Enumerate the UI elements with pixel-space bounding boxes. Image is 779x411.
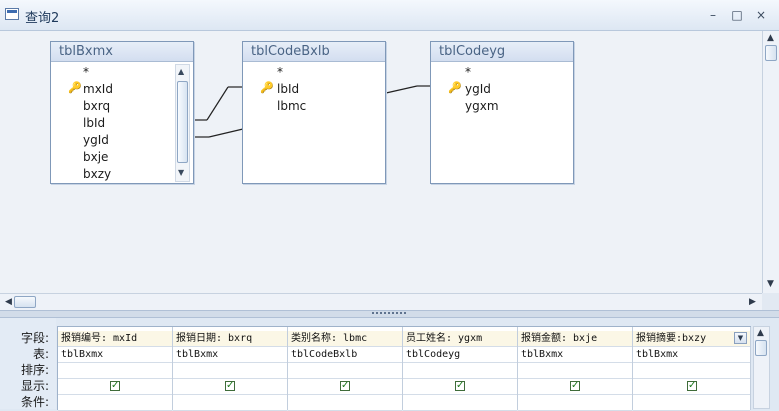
grid-table-cell[interactable]: tblBxmx — [173, 347, 287, 363]
grid-sort-cell[interactable] — [288, 363, 402, 379]
field-item[interactable]: * — [277, 65, 283, 79]
grid-show-cell[interactable] — [518, 379, 632, 395]
table-title[interactable]: tblCodeyg — [431, 42, 573, 62]
splitter-grip-icon[interactable] — [372, 312, 406, 317]
query-design-grid: 字段: 表: 排序: 显示: 条件: 报销编号: mxId tblBxmx 报销… — [0, 318, 779, 411]
pane-splitter[interactable] — [0, 310, 779, 318]
grid-field-cell[interactable]: 报销摘要:bxzy ▼ — [633, 331, 750, 347]
grid-table-cell[interactable]: tblBxmx — [633, 347, 750, 363]
grid-field-cell[interactable]: 类别名称: lbmc — [288, 331, 402, 347]
field-item[interactable]: ygId — [83, 133, 109, 147]
table-design-area[interactable]: tblBxmx * 🔑 mxId bxrq lbId ygId bxje bxz… — [0, 31, 762, 293]
grid-column[interactable]: 报销摘要:bxzy ▼ tblBxmx — [633, 327, 751, 411]
field-item[interactable]: ygId — [465, 82, 491, 96]
table-scrollbar[interactable]: ▲ ▼ — [175, 64, 190, 182]
grid-field-cell[interactable]: 报销金额: bxje — [518, 331, 632, 347]
grid-show-cell[interactable] — [403, 379, 517, 395]
relationship-lines — [193, 85, 431, 138]
field-item[interactable]: bxrq — [83, 99, 111, 113]
field-item[interactable]: * — [465, 65, 471, 79]
table-tblCodeyg[interactable]: tblCodeyg * 🔑 ygId ygxm — [430, 41, 574, 184]
scroll-thumb[interactable] — [755, 340, 767, 356]
grid-show-cell[interactable] — [173, 379, 287, 395]
grid-table: 报销编号: mxId tblBxmx 报销日期: bxrq tblBxmx 类别… — [57, 326, 751, 411]
field-item[interactable]: lbId — [83, 116, 106, 130]
scrollbar-corner — [762, 293, 779, 310]
grid-row-labels: 字段: 表: 排序: 显示: 条件: — [0, 318, 56, 409]
grid-table-cell[interactable]: tblCodeyg — [403, 347, 517, 363]
grid-column[interactable]: 报销日期: bxrq tblBxmx — [173, 327, 288, 411]
grid-field-cell[interactable]: 报销编号: mxId — [58, 331, 172, 347]
grid-column[interactable]: 类别名称: lbmc tblCodeBxlb — [288, 327, 403, 411]
table-title[interactable]: tblCodeBxlb — [243, 42, 385, 62]
scroll-up-icon[interactable]: ▲ — [178, 67, 185, 76]
checkbox-checked-icon[interactable] — [455, 379, 465, 393]
restore-button[interactable]: □ — [731, 8, 743, 22]
checkbox-checked-icon[interactable] — [570, 379, 580, 393]
scroll-right-icon[interactable]: ▶ — [749, 297, 756, 307]
field-item[interactable]: * — [83, 65, 89, 79]
field-item[interactable]: mxId — [83, 82, 113, 96]
checkbox-checked-icon[interactable] — [687, 379, 697, 393]
field-item[interactable]: bxzy — [83, 167, 112, 181]
scroll-up-icon[interactable]: ▲ — [757, 328, 764, 338]
scroll-left-icon[interactable]: ◀ — [5, 297, 12, 307]
window-titlebar: 查询2 – □ × — [0, 0, 779, 31]
grid-show-cell[interactable] — [633, 379, 750, 395]
field-item[interactable]: lbmc — [277, 99, 307, 113]
scroll-thumb[interactable] — [177, 81, 188, 163]
field-item[interactable]: lbId — [277, 82, 300, 96]
minimize-button[interactable]: – — [710, 8, 716, 22]
grid-column[interactable]: 报销编号: mxId tblBxmx — [58, 327, 173, 411]
grid-field-cell[interactable]: 员工姓名: ygxm — [403, 331, 517, 347]
primary-key-icon: 🔑 — [448, 81, 462, 94]
grid-field-text[interactable]: 报销摘要:bxzy — [636, 333, 707, 344]
grid-table-cell[interactable]: tblBxmx — [58, 347, 172, 363]
dropdown-arrow-icon[interactable]: ▼ — [734, 332, 747, 344]
grid-sort-cell[interactable] — [58, 363, 172, 379]
row-label-table: 表: — [32, 347, 49, 361]
close-button[interactable]: × — [755, 8, 767, 22]
table-tblCodeBxlb[interactable]: tblCodeBxlb * 🔑 lbId lbmc — [242, 41, 386, 184]
design-vertical-scrollbar[interactable]: ▲ ▼ — [762, 31, 779, 293]
grid-column[interactable]: 报销金额: bxje tblBxmx — [518, 327, 633, 411]
grid-show-cell[interactable] — [58, 379, 172, 395]
grid-table-cell[interactable]: tblCodeBxlb — [288, 347, 402, 363]
row-label-sort: 排序: — [20, 363, 49, 377]
checkbox-checked-icon[interactable] — [340, 379, 350, 393]
grid-sort-cell[interactable] — [403, 363, 517, 379]
scroll-thumb[interactable] — [765, 45, 777, 61]
grid-show-cell[interactable] — [288, 379, 402, 395]
row-label-show: 显示: — [20, 379, 49, 393]
grid-table-cell[interactable]: tblBxmx — [518, 347, 632, 363]
grid-sort-cell[interactable] — [518, 363, 632, 379]
table-tblBxmx[interactable]: tblBxmx * 🔑 mxId bxrq lbId ygId bxje bxz… — [50, 41, 194, 184]
checkbox-checked-icon[interactable] — [110, 379, 120, 393]
design-horizontal-scrollbar[interactable]: ◀ ▶ — [0, 293, 762, 311]
grid-sort-cell[interactable] — [173, 363, 287, 379]
scroll-down-icon[interactable]: ▼ — [178, 168, 185, 177]
grid-column[interactable]: 员工姓名: ygxm tblCodeyg — [403, 327, 518, 411]
field-item[interactable]: ygxm — [465, 99, 499, 113]
checkbox-checked-icon[interactable] — [225, 379, 235, 393]
grid-vertical-scrollbar[interactable]: ▲ — [753, 326, 770, 409]
scroll-up-icon[interactable]: ▲ — [767, 33, 774, 43]
primary-key-icon: 🔑 — [68, 81, 82, 94]
scroll-down-icon[interactable]: ▼ — [767, 279, 774, 289]
grid-field-cell[interactable]: 报销日期: bxrq — [173, 331, 287, 347]
row-label-field: 字段: — [20, 331, 49, 345]
field-item[interactable]: bxje — [83, 150, 109, 164]
row-label-criteria: 条件: — [20, 395, 49, 409]
query-window-icon — [5, 8, 19, 20]
grid-sort-cell[interactable] — [633, 363, 750, 379]
scroll-thumb[interactable] — [14, 296, 36, 308]
window-title: 查询2 — [25, 11, 60, 26]
table-title[interactable]: tblBxmx — [51, 42, 193, 62]
primary-key-icon: 🔑 — [260, 81, 274, 94]
